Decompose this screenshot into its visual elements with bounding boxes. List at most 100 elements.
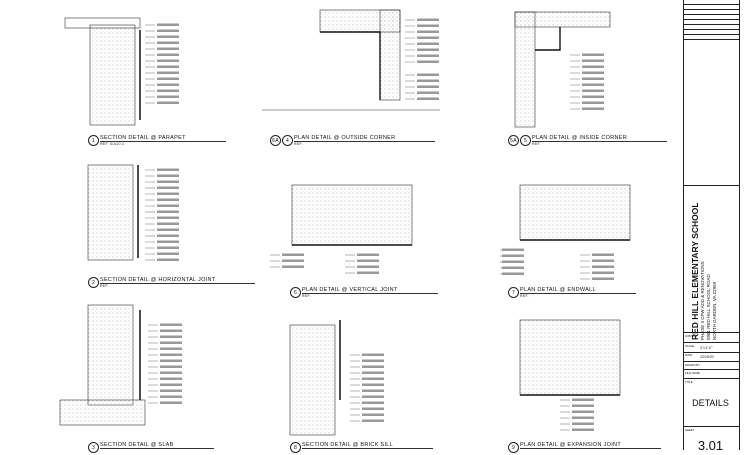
- note-text: [362, 365, 384, 368]
- note-text: [592, 265, 614, 268]
- file-name-label: FILE NAME: [685, 371, 700, 375]
- note-text: [157, 222, 179, 225]
- note-text: [362, 359, 384, 362]
- detail-ref: REF.: [520, 294, 529, 298]
- detail-title: 8Section Detail @ Brick Sill: [290, 442, 434, 453]
- drawing-line: [320, 31, 381, 100]
- detail-title-text: Section Detail @ Brick Sill: [302, 442, 434, 449]
- detail-title: 7Plan Detail @ EndwallREF.: [508, 287, 636, 298]
- note-text: [582, 107, 604, 110]
- note-text: [357, 271, 379, 274]
- note-text: [592, 259, 614, 262]
- note-text: [417, 48, 439, 51]
- note-text: [160, 347, 182, 350]
- note-text: [417, 60, 439, 63]
- detail-ref: REF.: [302, 294, 311, 298]
- masonry-wall: [514, 11, 536, 128]
- note-text: [362, 353, 384, 356]
- masonry-wall: [87, 304, 134, 406]
- detail-title: 6Plan Detail @ Vertical JointREF.: [290, 287, 438, 298]
- note-text: [157, 234, 179, 237]
- note-text: [157, 258, 179, 261]
- note-text: [417, 97, 439, 100]
- project-name: RED HILL ELEMENTARY SCHOOL: [690, 202, 700, 340]
- detail-sub-bubble: 5A: [508, 135, 519, 146]
- detail-title-text: Plan Detail @ Inside Corner: [532, 135, 667, 142]
- detail-number-bubble: 8: [290, 442, 301, 453]
- note-text: [157, 35, 179, 38]
- detail-sub-bubble: 6A: [270, 135, 281, 146]
- note-text: [160, 377, 182, 380]
- note-text: [160, 401, 182, 404]
- note-text: [160, 329, 182, 332]
- note-text: [160, 365, 182, 368]
- coping: [64, 17, 141, 29]
- note-text: [417, 79, 439, 82]
- scale-value: 3"=1'-0": [700, 346, 713, 350]
- note-text: [157, 168, 179, 171]
- detail-linework: [59, 9, 631, 436]
- detail-number-bubble: 9: [508, 442, 519, 453]
- note-text: [157, 41, 179, 44]
- note-text: [157, 180, 179, 183]
- note-text: [582, 65, 604, 68]
- note-text: [592, 271, 614, 274]
- detail-title-text: Section Detail @ Parapet: [100, 135, 226, 142]
- project-city: NORTH GARDEN, VA 22959: [712, 281, 717, 340]
- detail-number-bubble: 6: [290, 287, 301, 298]
- note-text: [362, 419, 384, 422]
- drawing-sheet: [59, 9, 631, 436]
- note-text: [582, 53, 604, 56]
- detail-title-text: Plan Detail @ Expansion Joint: [520, 442, 661, 449]
- note-text: [157, 186, 179, 189]
- note-text: [502, 248, 524, 251]
- note-text: [157, 252, 179, 255]
- note-text: [362, 395, 384, 398]
- note-text: [157, 23, 179, 26]
- note-text: [362, 401, 384, 404]
- note-text: [582, 89, 604, 92]
- masonry-wall: [291, 184, 413, 246]
- note-text: [357, 253, 379, 256]
- note-text: [417, 42, 439, 45]
- note-text: [592, 277, 614, 280]
- note-text: [357, 265, 379, 268]
- detail-title: 3Section Detail @ Slab: [88, 442, 214, 453]
- note-text: [502, 272, 524, 275]
- note-text: [157, 53, 179, 56]
- detail-title-text: Plan Detail @ Outside Corner: [294, 135, 436, 142]
- sheet-label: SHEET: [685, 428, 695, 432]
- note-text: [357, 259, 379, 262]
- note-text: [157, 216, 179, 219]
- note-text: [592, 253, 614, 256]
- note-text: [160, 371, 182, 374]
- detail-number-bubble: 4: [282, 135, 293, 146]
- drawing-line: [535, 27, 561, 51]
- masonry-wall: [289, 324, 336, 436]
- note-text: [572, 398, 594, 401]
- note-text: [157, 47, 179, 50]
- note-text: [282, 265, 304, 268]
- note-text: [160, 395, 182, 398]
- date-label: DATE: [685, 353, 693, 357]
- note-text: [572, 422, 594, 425]
- detail-number-bubble: 2: [88, 277, 99, 288]
- note-text: [582, 77, 604, 80]
- detail-ref: REF.: [100, 284, 109, 288]
- project-info: RED HILL ELEMENTARY SCHOOL PHASE II CFW …: [690, 202, 718, 340]
- note-text: [160, 341, 182, 344]
- note-text: [157, 192, 179, 195]
- note-text: [157, 246, 179, 249]
- note-text: [417, 54, 439, 57]
- masonry-wall: [89, 24, 136, 126]
- note-text: [502, 254, 524, 257]
- detail-ref: REF.: [532, 142, 541, 146]
- drawn-by-label: DRAWN BY: [685, 363, 700, 367]
- detail-title: 2Section Detail @ Horizontal JointREF.: [88, 277, 256, 288]
- detail-title: 1Section Detail @ ParapetREF. 4/A10.1: [88, 135, 226, 146]
- masonry-wall: [379, 9, 401, 101]
- note-text: [362, 407, 384, 410]
- note-text: [582, 83, 604, 86]
- title-label: TITLE: [685, 380, 693, 384]
- detail-title-text: Plan Detail @ Vertical Joint: [302, 287, 438, 294]
